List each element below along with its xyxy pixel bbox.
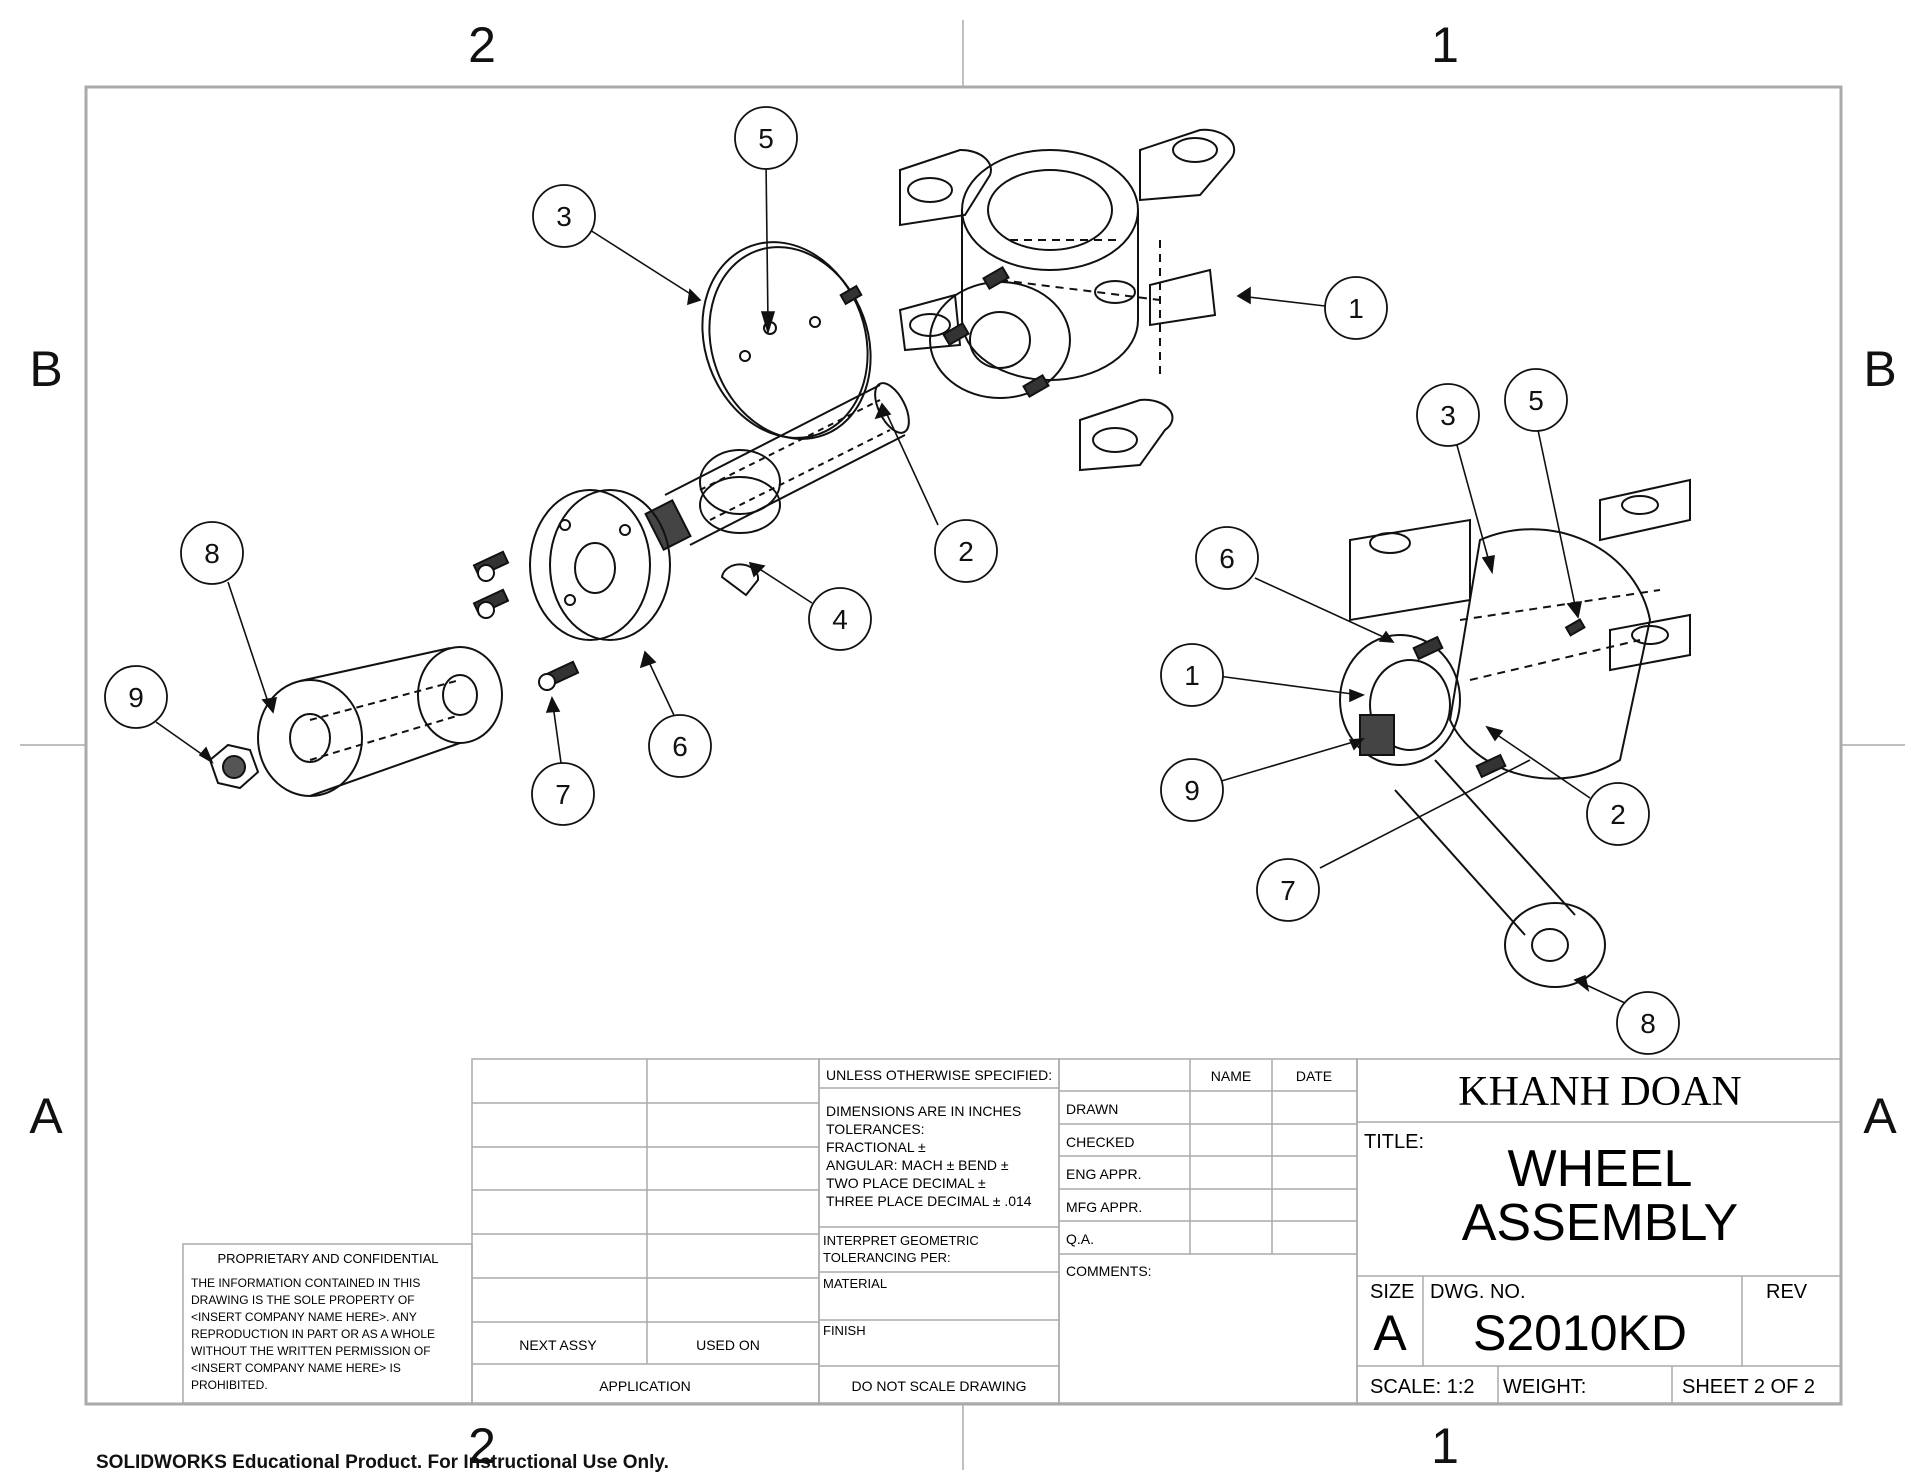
part-9-nut [208,743,260,790]
material-label: MATERIAL [823,1276,887,1291]
balloon-9: 9 [128,682,144,713]
name-header: NAME [1211,1068,1251,1084]
interpret-line: INTERPRET GEOMETRIC [823,1233,979,1248]
used-on-label: USED ON [696,1337,760,1353]
title-label: TITLE: [1364,1131,1424,1153]
title-line-2: ASSEMBLY [1462,1194,1738,1252]
part-3-disc [701,241,872,440]
zone-left-b: B [29,341,62,397]
finish-label: FINISH [823,1323,866,1338]
proprietary-line: THE INFORMATION CONTAINED IN THIS [191,1276,420,1290]
size-value: A [1373,1305,1407,1361]
exploded-view [208,128,1236,797]
balloon-8: 8 [204,538,220,569]
application-label: APPLICATION [599,1378,691,1394]
balloons [104,106,1680,1055]
tolerance-line: DIMENSIONS ARE IN INCHES [826,1103,1021,1119]
scale-label: SCALE: 1:2 [1370,1376,1475,1398]
zone-top-1: 1 [1431,17,1459,73]
zone-ticks [20,20,1905,1470]
proprietary-line: PROHIBITED. [191,1378,268,1392]
part-1-housing [898,128,1236,472]
leader-lines [155,161,1626,1004]
tolerance-line: TOLERANCES: [826,1121,925,1137]
title-block-grid [182,1058,1842,1404]
part-7-screws [472,550,580,691]
next-assy-label: NEXT ASSY [519,1337,597,1353]
tolerance-header: UNLESS OTHERWISE SPECIFIED: [826,1067,1052,1083]
sheet-label: SHEET 2 OF 2 [1682,1376,1815,1398]
balloon-1: 1 [1348,293,1364,324]
balloon-assy-2: 2 [1610,799,1626,830]
assembled-view [1339,478,1691,988]
zone-top-2: 2 [468,17,496,73]
balloon-assy-3: 3 [1440,400,1456,431]
comments-label: COMMENTS: [1066,1263,1152,1279]
balloon-assy-6: 6 [1219,543,1235,574]
date-header: DATE [1296,1068,1332,1084]
role-checked: CHECKED [1066,1134,1134,1150]
proprietary-line: WITHOUT THE WRITTEN PERMISSION OF [191,1344,431,1358]
dwg-no-value: S2010KD [1473,1305,1687,1361]
zone-bottom-2: 2 [468,1418,496,1474]
role-eng-appr: ENG APPR. [1066,1166,1141,1182]
part-2-shaft [644,382,910,551]
zone-left-a: A [29,1088,63,1144]
size-label: SIZE [1370,1281,1414,1303]
part-4-key [720,563,760,597]
balloon-assy-8: 8 [1640,1008,1656,1039]
company-name: KHANH DOAN [1458,1069,1741,1115]
role-mfg-appr: MFG APPR. [1066,1199,1142,1215]
tolerance-line: THREE PLACE DECIMAL ± .014 [826,1193,1032,1209]
balloon-4: 4 [832,604,848,635]
proprietary-line: DRAWING IS THE SOLE PROPERTY OF [191,1293,415,1307]
balloon-2: 2 [958,536,974,567]
balloon-3: 3 [556,201,572,232]
weight-label: WEIGHT: [1503,1376,1586,1398]
proprietary-line: REPRODUCTION IN PART OR AS A WHOLE [191,1327,435,1341]
part-6-hub [529,489,671,641]
balloon-assy-9: 9 [1184,775,1200,806]
tolerance-line: ANGULAR: MACH ± BEND ± [826,1157,1009,1173]
educational-footer: SOLIDWORKS Educational Product. For Inst… [96,1452,669,1473]
interpret-line: TOLERANCING PER: [823,1250,951,1265]
dwg-no-label: DWG. NO. [1430,1281,1526,1303]
balloon-6: 6 [672,731,688,762]
zone-bottom-1: 1 [1431,1418,1459,1474]
role-qa: Q.A. [1066,1231,1094,1247]
role-drawn: DRAWN [1066,1101,1118,1117]
balloon-assy-7: 7 [1280,875,1296,906]
balloon-5: 5 [758,123,774,154]
rev-label: REV [1766,1281,1808,1303]
balloon-7: 7 [555,779,571,810]
no-scale-label: DO NOT SCALE DRAWING [851,1378,1026,1394]
proprietary-header: PROPRIETARY AND CONFIDENTIAL [217,1251,438,1266]
zone-right-a: A [1863,1088,1897,1144]
proprietary-line: <INSERT COMPANY NAME HERE> IS [191,1361,401,1375]
title-line-1: WHEEL [1508,1140,1693,1198]
tolerance-line: FRACTIONAL ± [826,1139,926,1155]
zone-right-b: B [1863,341,1896,397]
proprietary-line: <INSERT COMPANY NAME HERE>. ANY [191,1310,417,1324]
balloon-assy-1: 1 [1184,660,1200,691]
part-8-link [257,646,503,797]
balloon-assy-5: 5 [1528,385,1544,416]
tolerance-line: TWO PLACE DECIMAL ± [826,1175,986,1191]
